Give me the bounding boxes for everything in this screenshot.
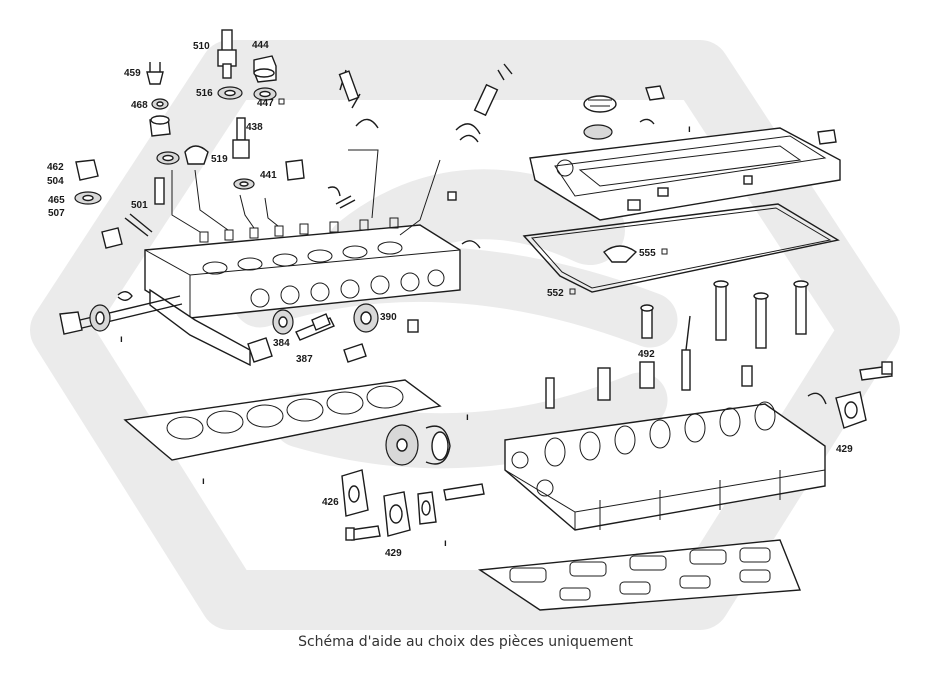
label-516: 516: [196, 88, 213, 99]
washer-468: [151, 98, 169, 110]
washer-516: [217, 86, 243, 100]
label-492: 492: [638, 349, 655, 360]
carrier-gasket: [477, 539, 802, 611]
part-number-labels: 510 444 459 516 447 468 438 519 441 462 …: [47, 40, 853, 559]
label-387: 387: [296, 354, 313, 365]
small-cylinder: [343, 319, 419, 363]
stud-mid: [443, 483, 485, 501]
label-552: 552: [547, 288, 564, 299]
cam-gear-390: [353, 303, 379, 333]
marker-symbols: [278, 98, 668, 295]
mark-5: ı: [444, 538, 447, 549]
label-504: 504: [47, 176, 64, 187]
valve-cover-gasket-552: [522, 203, 840, 293]
label-459: 459: [124, 68, 141, 79]
cylinder-head: [144, 217, 461, 367]
mark-3: ı: [466, 412, 469, 423]
label-462: 462: [47, 162, 64, 173]
plug-384: [247, 337, 273, 363]
cover-429-left: [383, 491, 411, 537]
label-384: 384: [273, 338, 290, 349]
mark-1: ı: [120, 334, 123, 345]
label-510: 510: [193, 41, 210, 52]
sender-438: [232, 117, 250, 159]
washer-465: [74, 191, 102, 205]
plug-444: [253, 55, 277, 83]
cap-right: [817, 129, 837, 145]
label-444: 444: [252, 40, 269, 51]
stud-387: [295, 313, 335, 341]
bolts-492: [545, 280, 809, 409]
bolt-lower-left: [345, 525, 381, 541]
label-429-left: 429: [385, 548, 402, 559]
small-marks: ı ı ı ı ı: [120, 124, 691, 549]
mark-2: ı: [202, 476, 205, 487]
seal-ring-384: [272, 309, 294, 335]
seal-555: [603, 245, 638, 263]
valve-cover: [529, 127, 841, 221]
diagram-caption: Schéma d'aide au choix des pièces unique…: [298, 634, 633, 650]
cover-plate-429-right: [807, 361, 893, 429]
connector-459: [146, 62, 164, 85]
label-429-right: 429: [836, 444, 853, 455]
sensor-510: [217, 29, 237, 79]
label-426: 426: [322, 497, 339, 508]
studs-row: [124, 195, 356, 237]
camshaft-carrier: [504, 401, 826, 531]
mark-4: ı: [688, 124, 691, 135]
stud-501: [154, 177, 165, 205]
label-501: 501: [131, 200, 148, 211]
washer-441: [233, 178, 255, 190]
washer-mid: [156, 151, 180, 165]
label-390: 390: [380, 312, 397, 323]
label-507: 507: [48, 208, 65, 219]
label-465: 465: [48, 195, 65, 206]
gasket-small: [417, 491, 437, 525]
washer-447: [253, 87, 277, 101]
seal-ring-left: [89, 304, 111, 332]
label-447: 447: [257, 98, 274, 109]
label-555: 555: [639, 248, 656, 259]
plug-bolt: [149, 115, 171, 137]
cap-519: [184, 145, 209, 165]
leader-lines-top: [171, 149, 441, 236]
plug-462: [75, 159, 99, 181]
seal-plate: [385, 424, 451, 466]
nut-top: [639, 85, 665, 125]
plug-cylinder: [101, 227, 123, 249]
head-gasket-left: [123, 379, 442, 461]
oil-cap: [583, 95, 617, 140]
label-441: 441: [260, 170, 277, 181]
cover-426: [341, 469, 369, 517]
label-519: 519: [211, 154, 228, 165]
label-438: 438: [246, 122, 263, 133]
spring-clip: [117, 291, 133, 301]
valve-parts: [327, 63, 513, 249]
label-468: 468: [131, 100, 148, 111]
plug-441: [285, 159, 305, 181]
